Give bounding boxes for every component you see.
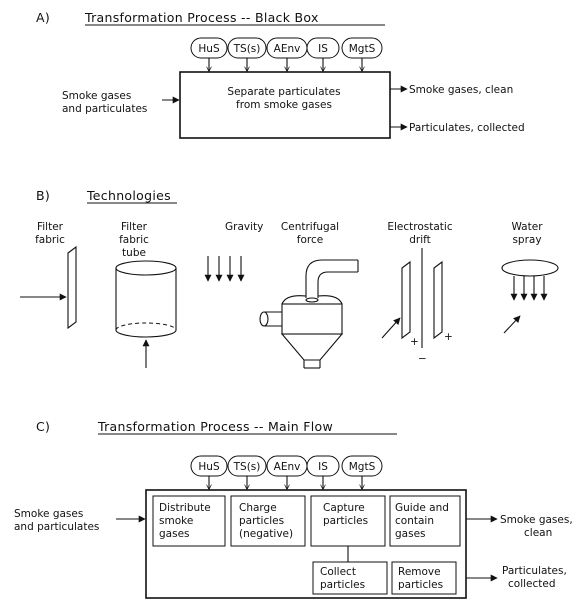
tag-ts-c: TS(s) [227,455,267,489]
plus-sign-left: + [410,336,419,348]
tag-hus: HuS [190,37,228,71]
svg-text:particles: particles [239,515,284,527]
section-c-output-clean-line-1: Smoke gases, [500,514,573,526]
svg-text:IS: IS [318,43,328,55]
minus-sign: − [418,353,427,365]
svg-text:(negative): (negative) [239,528,293,540]
section-c-main-box [145,489,467,599]
svg-text:spray: spray [512,234,541,246]
section-b-title: Technologies [86,188,171,203]
electrostatic-figure: Electrostatic drift + + − [381,221,453,365]
svg-text:particles: particles [323,515,368,527]
section-c-output-particulates-line-2: collected [508,578,556,590]
svg-text:IS: IS [318,461,328,473]
tag-is-c: IS [306,455,340,489]
section-c-output-clean-line-2: clean [524,527,552,539]
svg-text:HuS: HuS [198,43,220,55]
plus-sign-right: + [444,331,453,343]
svg-text:Filter: Filter [121,221,148,233]
svg-text:Gravity: Gravity [225,221,263,233]
gravity-figure: Gravity [204,221,263,282]
svg-text:fabric: fabric [35,234,65,246]
section-a-letter: A) [36,10,50,25]
section-a-output-clean: Smoke gases, clean [409,84,513,96]
section-a-output-particulates: Particulates, collected [409,122,525,134]
svg-text:gases: gases [395,528,426,540]
svg-text:Remove: Remove [398,566,441,578]
cyclone-figure: Centrifugal force [259,221,359,369]
tag-hus-c: HuS [190,455,228,489]
capture-step: Capture particles [310,495,386,547]
svg-text:particles: particles [320,579,365,591]
svg-text:fabric: fabric [119,234,149,246]
svg-text:force: force [297,234,323,246]
svg-text:Collect: Collect [320,566,356,578]
water-spray-figure: Water spray [501,221,559,334]
section-b-letter: B) [36,188,50,203]
svg-text:drift: drift [409,234,431,246]
filter-fabric-tube-figure: Filter fabric tube [115,221,177,368]
section-c-input-line-1: Smoke gases [14,508,83,520]
svg-text:contain: contain [395,515,434,527]
tag-aenv: AEnv [266,37,308,71]
svg-text:MgtS: MgtS [349,461,376,473]
svg-text:Centrifugal: Centrifugal [281,221,339,233]
section-a-tags: HuS TS(s) AEnv IS MgtS [190,37,383,71]
tag-mgts-c: MgtS [341,455,383,489]
section-a-input-line-1: Smoke gases [62,90,131,102]
svg-text:TS(s): TS(s) [233,461,261,473]
svg-text:AEnv: AEnv [274,461,301,473]
charge-step: Charge particles (negative) [230,495,306,547]
svg-text:TS(s): TS(s) [233,43,261,55]
collect-step: Collect particles [312,561,388,595]
distribute-step: Distribute smoke gases [152,495,226,547]
tag-is: IS [306,37,340,71]
section-c-letter: C) [36,419,50,434]
tag-aenv-c: AEnv [266,455,308,489]
section-a-input-line-2: and particulates [62,103,147,115]
tag-mgts: MgtS [341,37,383,71]
section-c-title: Transformation Process -- Main Flow [97,419,333,434]
section-a-process-line-2: from smoke gases [236,99,332,111]
svg-text:Guide and: Guide and [395,502,449,514]
tag-ts: TS(s) [227,37,267,71]
svg-text:Electrostatic: Electrostatic [387,221,452,233]
svg-text:tube: tube [122,247,146,259]
section-c-output-particulates-line-1: Particulates, [502,565,567,577]
section-a-process-line-1: Separate particulates [227,86,340,98]
section-a-title: Transformation Process -- Black Box [84,10,319,25]
svg-text:MgtS: MgtS [349,43,376,55]
svg-text:AEnv: AEnv [274,43,301,55]
svg-text:Distribute: Distribute [159,502,211,514]
svg-text:HuS: HuS [198,461,220,473]
svg-text:gases: gases [159,528,190,540]
guide-step: Guide and contain gases [389,495,461,547]
filter-fabric-figure: Filter fabric [20,221,77,330]
svg-text:Charge: Charge [239,502,277,514]
svg-text:Filter: Filter [37,221,64,233]
svg-text:Water: Water [511,221,543,233]
section-c-input-line-2: and particulates [14,521,99,533]
section-a-process-box [179,71,391,139]
section-c-tags: HuS TS(s) AEnv IS MgtS [190,455,383,489]
remove-step: Remove particles [391,561,457,595]
svg-text:smoke: smoke [159,515,193,527]
svg-text:Capture: Capture [323,502,365,514]
svg-text:particles: particles [398,579,443,591]
